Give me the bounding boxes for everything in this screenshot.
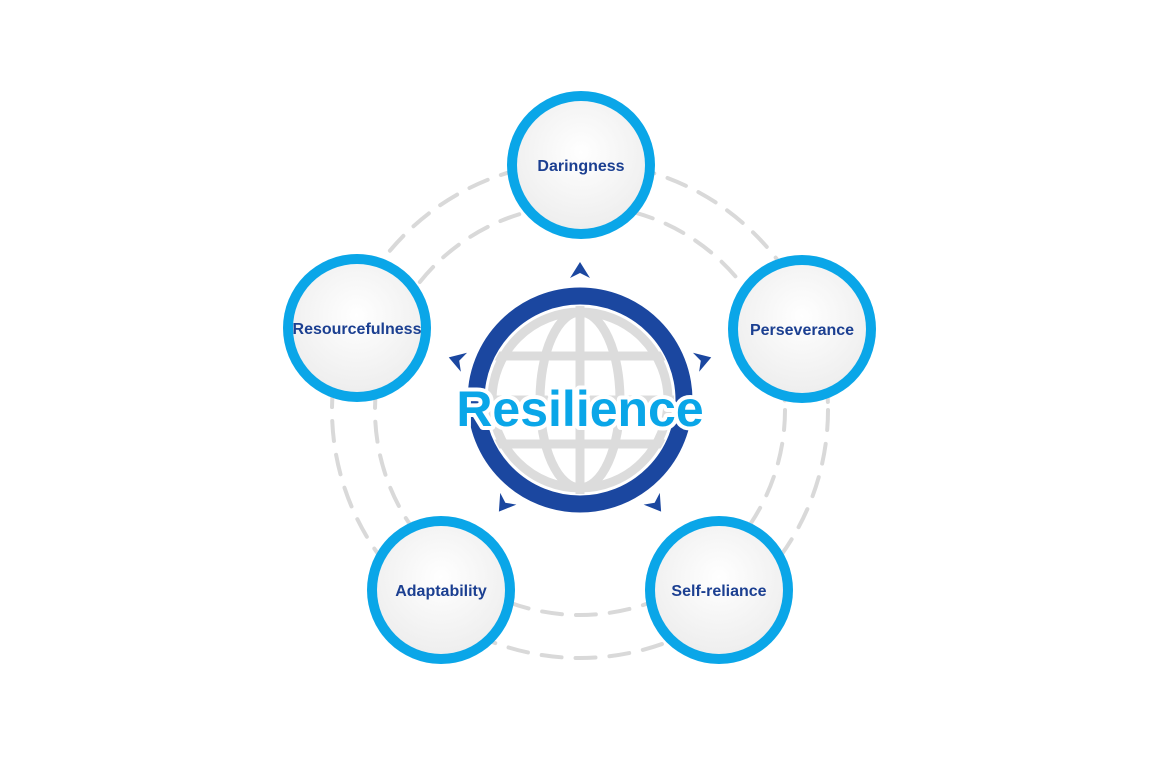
hub — [467, 287, 693, 513]
node-daringness: Daringness — [507, 91, 655, 239]
node-face — [293, 264, 421, 392]
node-label-self-reliance: Self-reliance — [671, 583, 766, 600]
center-title: Resilience — [456, 381, 703, 437]
arrow-icon — [692, 352, 712, 372]
globe-icon — [486, 306, 674, 494]
arrow-icon — [570, 262, 590, 278]
node-label-resourcefulness: Resourcefulness — [293, 321, 422, 338]
arrow-icon — [498, 492, 517, 512]
node-face — [655, 526, 783, 654]
node-face — [738, 265, 866, 393]
node-label-perseverance: Perseverance — [750, 322, 854, 339]
arrow-icon — [448, 352, 468, 372]
node-label-adaptability: Adaptability — [395, 583, 487, 600]
node-perseverance: Perseverance — [728, 255, 876, 403]
arrow-icon — [643, 492, 662, 512]
node-face — [517, 101, 645, 229]
node-self-reliance: Self-reliance — [645, 516, 793, 664]
node-adaptability: Adaptability — [367, 516, 515, 664]
node-face — [377, 526, 505, 654]
node-label-daringness: Daringness — [537, 158, 624, 175]
hub-arrows — [448, 262, 712, 512]
node-resourcefulness: Resourcefulness — [283, 254, 431, 402]
